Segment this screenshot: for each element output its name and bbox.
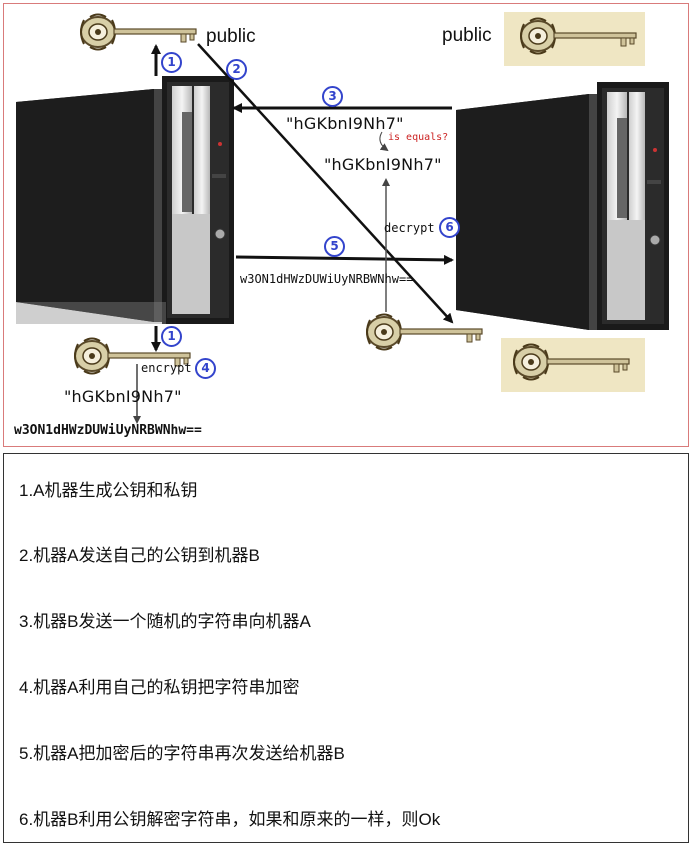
step-2: 2.机器A发送自己的公钥到机器B	[19, 546, 260, 565]
step-badge-1-public: 1	[161, 52, 182, 73]
diagram-graphics	[16, 12, 669, 424]
step-6: 6.机器B利用公钥解密字符串，如果和原来的一样，则Ok	[19, 810, 441, 829]
step-1: 1.A机器生成公钥和私钥	[19, 481, 198, 500]
encrypt-label: encrypt	[141, 361, 192, 375]
computer-b-icon	[456, 82, 669, 330]
step-badge-1-private: 1	[161, 326, 182, 347]
cipher-a: w3ON1dHWzDUWiUyNRBWNhw==	[14, 423, 202, 438]
random-string-sent: "hGKbnI9Nh7"	[286, 114, 404, 133]
ssh-key-diagram: public public "hGKbnI9Nh7" is equals? "h…	[3, 3, 689, 447]
decrypt-label: decrypt	[384, 221, 435, 235]
public-label-a: public	[206, 26, 256, 47]
is-equals-label: is equals?	[388, 132, 449, 143]
step-4: 4.机器A利用自己的私钥把字符串加密	[19, 678, 300, 697]
step-badge-3: 3	[322, 86, 343, 107]
step-3: 3.机器B发送一个随机的字符串向机器A	[19, 612, 311, 631]
computer-a-icon	[16, 76, 234, 324]
public-key-icon-b	[366, 313, 483, 351]
steps-list: 1.A机器生成公钥和私钥 2.机器A发送自己的公钥到机器B 3.机器B发送一个随…	[3, 453, 689, 843]
step-badge-4: 4	[195, 358, 216, 379]
random-string-a: "hGKbnI9Nh7"	[64, 387, 182, 406]
decrypted-string: "hGKbnI9Nh7"	[324, 155, 442, 174]
cipher-sent: w3ON1dHWzDUWiUyNRBWNhw==	[240, 272, 414, 286]
public-label-b: public	[442, 25, 492, 46]
step-badge-6: 6	[439, 217, 460, 238]
step-badge-2: 2	[226, 59, 247, 80]
step-badge-5: 5	[324, 236, 345, 257]
public-key-icon-a	[80, 13, 197, 51]
step-5: 5.机器A把加密后的字符串再次发送给机器B	[19, 744, 345, 763]
